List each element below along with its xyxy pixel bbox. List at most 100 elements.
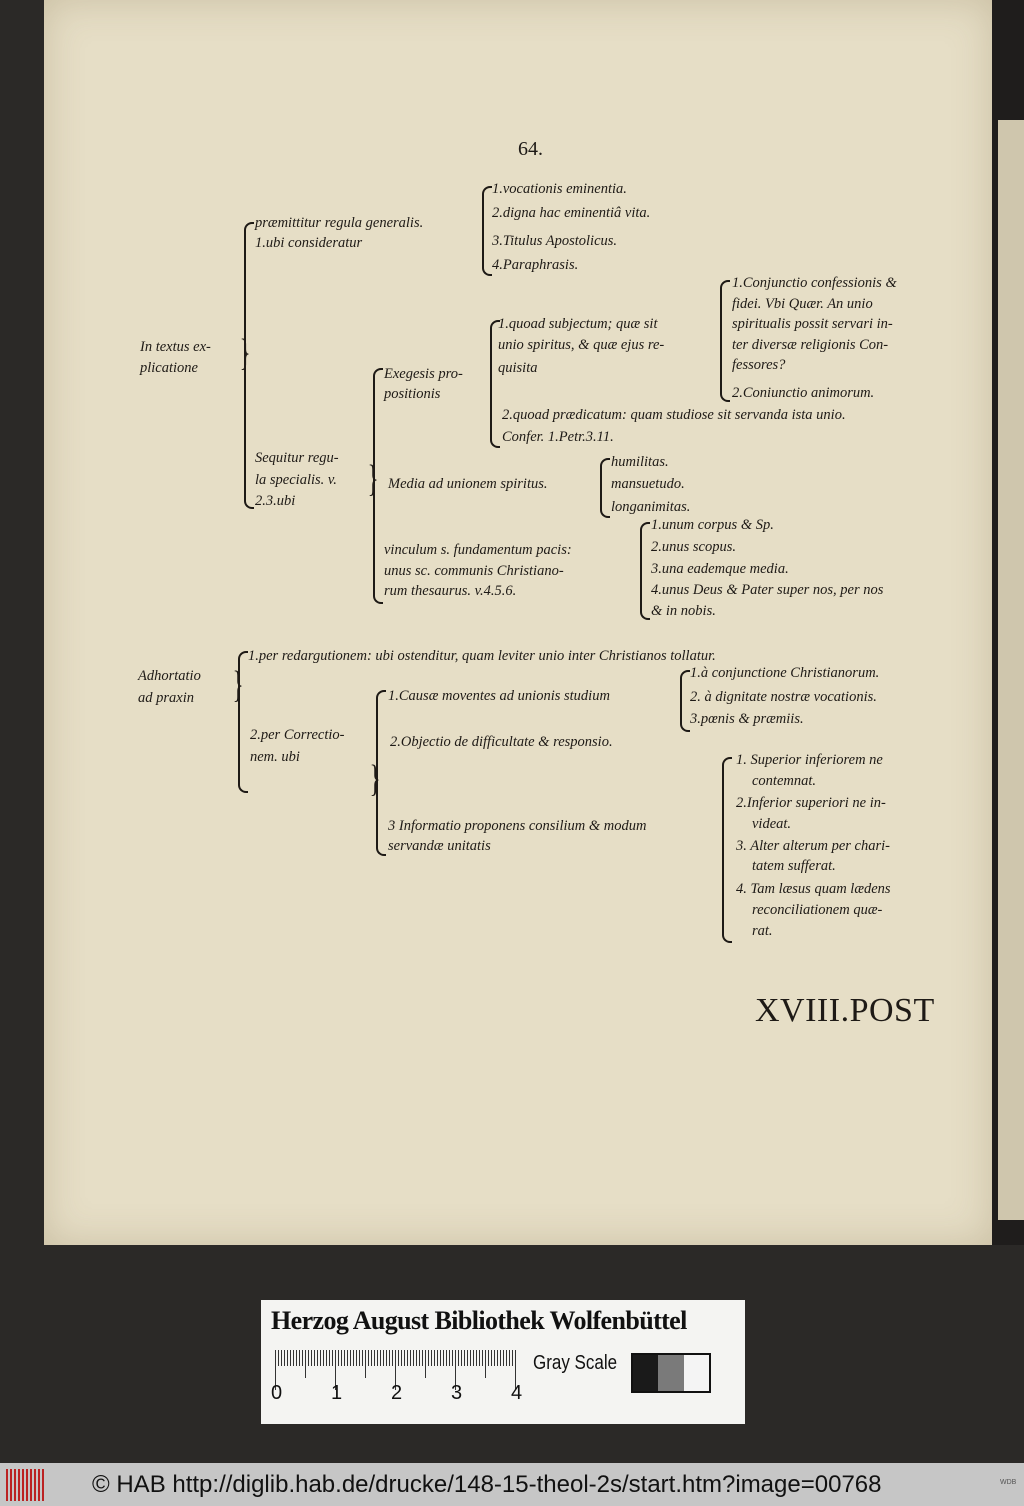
- bracket: [722, 757, 732, 943]
- ruler-tick: [344, 1350, 345, 1366]
- outline-text: ter diversæ religionis Con-: [732, 337, 889, 353]
- outline-text: longanimitas.: [611, 499, 691, 515]
- ruler-tick: [386, 1350, 387, 1366]
- ruler-tick: [290, 1350, 291, 1366]
- ruler-tick: [395, 1350, 396, 1390]
- bracket: [482, 186, 492, 276]
- outline-text: fessores?: [732, 357, 786, 373]
- outline-text: 1.ubi consideratur: [255, 235, 363, 251]
- section-label: Adhortatio: [138, 668, 201, 684]
- outline-text: 3 Informatio proponens consilium & modum: [388, 818, 647, 834]
- ruler-tick: [482, 1350, 483, 1366]
- ruler-tick: [413, 1350, 414, 1366]
- ruler-tick: [464, 1350, 465, 1366]
- ruler-tick: [371, 1350, 372, 1366]
- outline-text: quisita: [498, 360, 538, 376]
- outline-text: nem. ubi: [250, 749, 300, 765]
- bracket: [680, 670, 690, 732]
- ruler-tick: [356, 1350, 357, 1366]
- outline-text: 4. Tam læsus quam lædens: [736, 881, 891, 897]
- ruler-tick: [308, 1350, 309, 1366]
- outline-text: humilitas.: [611, 454, 669, 470]
- outline-text: videat.: [752, 816, 792, 832]
- card-title: Herzog August Bibliothek Wolfenbüttel: [271, 1306, 687, 1335]
- scale-number: 4: [511, 1382, 523, 1404]
- ruler-tick: [404, 1350, 405, 1366]
- ruler-tick: [419, 1350, 420, 1366]
- outline-text: 3.pœnis & præmiis.: [690, 711, 804, 727]
- ruler-tick: [284, 1350, 285, 1366]
- ruler-tick: [392, 1350, 393, 1366]
- ruler-tick: [320, 1350, 321, 1366]
- ruler-tick: [506, 1350, 507, 1366]
- gray-scale-label: Gray Scale: [533, 1352, 618, 1374]
- ruler-tick: [479, 1350, 480, 1366]
- gray-swatch-patch: [658, 1355, 684, 1391]
- ruler-tick: [461, 1350, 462, 1366]
- ruler-tick: [425, 1350, 426, 1378]
- bracket: [244, 222, 254, 509]
- outline-text: 1.Conjunctio confessionis &: [732, 275, 897, 291]
- ruler-tick: [470, 1350, 471, 1366]
- outline-text: 1. Superior inferiorem ne: [736, 752, 883, 768]
- ruler-tick: [380, 1350, 381, 1366]
- bracket: [490, 320, 500, 448]
- outline-text: 3. Alter alterum per chari-: [736, 838, 890, 854]
- ruler-tick: [347, 1350, 348, 1366]
- outline-text: Media ad unionem spiritus.: [388, 476, 548, 492]
- bracket: [600, 458, 610, 518]
- adjacent-page-edge: [992, 0, 1024, 1245]
- outline-text: mansuetudo.: [611, 476, 685, 492]
- ruler-tick: [407, 1350, 408, 1366]
- color-calibration-card: Herzog August Bibliothek Wolfenbüttel 0 …: [261, 1300, 745, 1424]
- outline-text: 2.Inferior superiori ne in-: [736, 795, 886, 811]
- bracket: [640, 522, 650, 620]
- outline-text: unus sc. communis Christiano-: [384, 563, 564, 579]
- brace: }: [369, 758, 381, 800]
- scale-number: 0: [271, 1382, 283, 1404]
- ruler-tick: [473, 1350, 474, 1366]
- gray-swatch: [631, 1353, 711, 1393]
- hab-logo-icon: [6, 1469, 44, 1501]
- ruler-tick: [374, 1350, 375, 1366]
- ruler-tick: [416, 1350, 417, 1366]
- outline-text: 4.Paraphrasis.: [492, 257, 579, 273]
- outline-text: 3.una eademque media.: [651, 561, 789, 577]
- ruler-tick: [428, 1350, 429, 1366]
- ruler-tick: [398, 1350, 399, 1366]
- outline-text: spiritualis possit servari in-: [732, 316, 893, 332]
- footer-bar: © HAB http://diglib.hab.de/drucke/148-15…: [0, 1463, 1024, 1506]
- ruler-tick: [281, 1350, 282, 1366]
- ruler-tick: [437, 1350, 438, 1366]
- outline-text: la specialis. v.: [255, 472, 337, 488]
- ruler-tick: [491, 1350, 492, 1366]
- ruler-tick: [497, 1350, 498, 1366]
- bracket: [376, 690, 386, 856]
- outline-text: 1.unum corpus & Sp.: [651, 517, 774, 533]
- ruler-tick: [338, 1350, 339, 1366]
- ruler-tick: [458, 1350, 459, 1366]
- scale-number: 3: [451, 1382, 463, 1404]
- ruler-tick: [350, 1350, 351, 1366]
- ruler-tick: [446, 1350, 447, 1366]
- ruler-tick: [509, 1350, 510, 1366]
- outline-text: 1.per redargutionem: ubi ostenditur, qua…: [248, 648, 716, 664]
- ruler-tick: [326, 1350, 327, 1366]
- outline-text: 4.unus Deus & Pater super nos, per nos: [651, 582, 884, 598]
- ruler-tick: [299, 1350, 300, 1366]
- footer-mini-text: WDB: [1000, 1479, 1017, 1486]
- gray-swatch-patch: [633, 1355, 659, 1391]
- outline-text: 1.Causæ moventes ad unionis studium: [388, 688, 610, 704]
- ruler-tick: [467, 1350, 468, 1366]
- outline-text: tatem sufferat.: [752, 858, 836, 874]
- outline-text: vinculum s. fundamentum pacis:: [384, 542, 572, 558]
- ruler-tick: [389, 1350, 390, 1366]
- outline-text: 2.Objectio de difficultate & responsio.: [390, 734, 613, 750]
- ruler-tick: [440, 1350, 441, 1366]
- outline-text: 2.3.ubi: [255, 493, 296, 509]
- bracket: [373, 368, 383, 604]
- ruler-tick: [455, 1350, 456, 1390]
- ruler-tick: [485, 1350, 486, 1378]
- ruler-tick: [368, 1350, 369, 1366]
- outline-text: rum thesaurus. v.4.5.6.: [384, 583, 517, 599]
